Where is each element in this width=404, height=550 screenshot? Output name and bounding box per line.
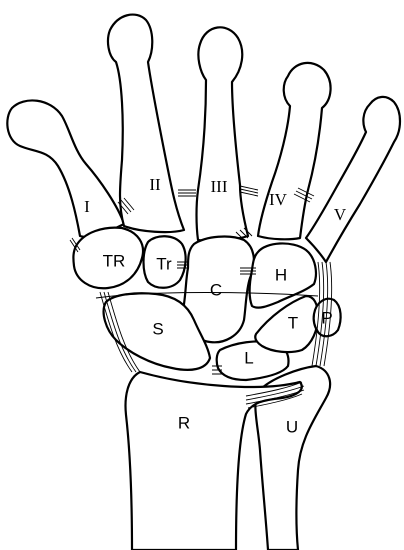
second-metacarpal-bone	[108, 15, 184, 233]
label-trapezium: TR	[103, 251, 126, 270]
label-radius: R	[178, 413, 190, 432]
label-first-metacarpal: I	[84, 197, 90, 216]
label-fifth-metacarpal: V	[334, 205, 347, 224]
label-triquetrum: T	[288, 313, 298, 332]
label-third-metacarpal: III	[211, 177, 228, 196]
label-hamate: H	[275, 265, 287, 284]
label-pisiform: P	[321, 308, 332, 327]
label-capitate: C	[210, 280, 222, 299]
label-trapezoid: Tr	[156, 254, 172, 273]
label-ulna: U	[286, 417, 298, 436]
label-lunate: L	[244, 348, 253, 367]
third-metacarpal-bone	[197, 27, 249, 240]
label-fourth-metacarpal: IV	[269, 190, 288, 209]
fourth-metacarpal-bone	[258, 63, 331, 239]
first-metacarpal-bone	[7, 100, 124, 236]
label-second-metacarpal: II	[149, 175, 161, 194]
label-scaphoid: S	[152, 319, 163, 338]
